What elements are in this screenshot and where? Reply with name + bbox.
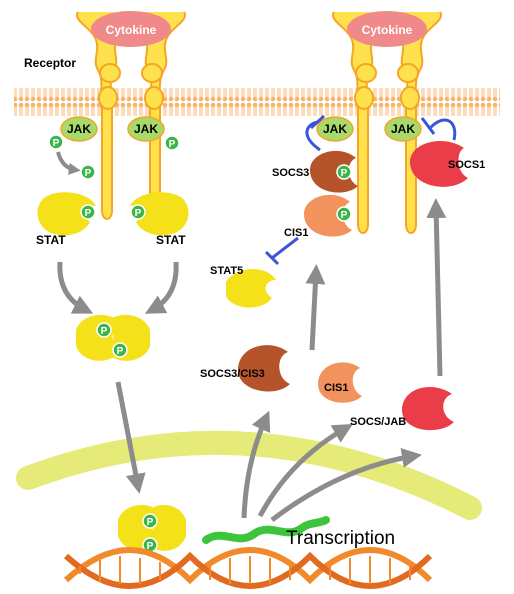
jak-left-2: JAK (127, 116, 165, 142)
socs1-bound: SOCS1 (410, 140, 485, 187)
transcription-label: Transcription (286, 528, 395, 549)
socs3-label: SOCS3 (272, 167, 309, 179)
cytokine-label: Cytokine (362, 23, 413, 37)
arrow-to-cis1 (257, 424, 353, 518)
receptor-left (75, 11, 187, 220)
jak-right-2: JAK (384, 116, 422, 142)
jak-right-1: JAK (316, 116, 354, 142)
arrow-socs3-to-receptor (305, 264, 326, 351)
svg-text:JAK: JAK (391, 122, 415, 136)
svg-text:P: P (117, 346, 124, 357)
cis1-protein-cytoplasm: CIS1 (318, 362, 362, 403)
stat-left: P STAT (36, 192, 96, 247)
phospho-receptor-left-1: P (80, 164, 96, 180)
stat-dimer: P P (76, 314, 150, 361)
stat-label-left: STAT (36, 233, 66, 247)
stat-dimer-nuclear: P P (118, 504, 186, 553)
stat-right: P STAT (130, 192, 189, 247)
arrow-stat-right-to-dimer (144, 261, 179, 314)
stat5-protein: STAT5 (210, 265, 276, 308)
phospho-left-jak2: P (164, 135, 180, 151)
receptor-label: Receptor (24, 56, 76, 70)
cis1-bound: P CIS1 (284, 194, 352, 239)
nuclear-envelope (16, 430, 482, 520)
cis1-label-bound: CIS1 (284, 227, 308, 239)
socs-jab-protein: SOCS/JAB (350, 387, 454, 431)
svg-text:P: P (341, 210, 348, 221)
socs3-bound: P SOCS3 (272, 150, 358, 193)
arrow-to-socsjab (270, 448, 422, 522)
dna-helix (63, 547, 433, 589)
arrow-to-socs3cis3 (241, 410, 271, 519)
svg-text:P: P (53, 138, 60, 149)
socs1-inhibition-icon (428, 118, 457, 141)
socs3-cis3-protein: SOCS3/CIS3 (200, 345, 290, 392)
cis1-label-cytoplasm: CIS1 (324, 382, 348, 394)
socs3-cis3-label: SOCS3/CIS3 (200, 368, 265, 380)
svg-text:P: P (135, 208, 142, 219)
svg-text:P: P (101, 326, 108, 337)
arrow-stat-left-to-dimer (57, 261, 94, 314)
stat-label-right: STAT (156, 233, 186, 247)
svg-text:JAK: JAK (323, 122, 347, 136)
jak-left-1: JAK (60, 116, 98, 142)
svg-text:P: P (147, 517, 154, 528)
phospho-left-jak1: P (48, 134, 64, 150)
receptor-right (331, 11, 443, 234)
svg-text:JAK: JAK (67, 122, 91, 136)
cell-membrane (14, 88, 500, 122)
svg-text:P: P (85, 208, 92, 219)
svg-text:P: P (341, 168, 348, 179)
svg-text:JAK: JAK (134, 122, 158, 136)
cytokine-label: Cytokine (106, 23, 157, 37)
arrow-socsjab-to-receptor (426, 198, 447, 377)
svg-text:P: P (147, 541, 154, 552)
svg-text:P: P (169, 139, 176, 150)
arrow-dimer-to-nucleus (115, 381, 146, 494)
svg-text:P: P (85, 168, 92, 179)
mrna-transcript (202, 516, 330, 544)
cytokine-left: Cytokine (91, 11, 171, 47)
cytokine-right: Cytokine (347, 11, 427, 47)
cis1-inhibition-line (271, 236, 299, 260)
socs1-label: SOCS1 (448, 159, 485, 171)
arrow-phosphorylation (56, 151, 81, 175)
stat5-label: STAT5 (210, 265, 243, 277)
socs-jab-label: SOCS/JAB (350, 416, 406, 428)
